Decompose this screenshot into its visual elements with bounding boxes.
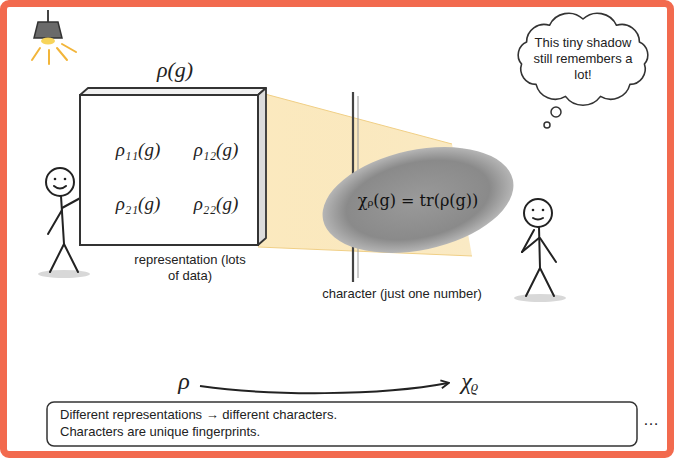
thought-bubble: This tiny shadow still remembers a lot! [514,12,652,105]
lamp-part [41,38,55,45]
representation-board: ρ(g)ρ₁₁(g)ρ₁₂(g)ρ₂₁(g)ρ₂₂(g) [80,88,266,245]
character-shadow: χᵨ(g) = tr(ρ(g)) [318,142,518,258]
observer-figure-part [533,218,543,220]
observer-figure-part [539,227,540,268]
box-outline [47,402,637,446]
lamp-part [62,44,76,52]
summary-text: Different representations → different ch… [60,407,378,441]
matrix-entry: ρ₁₂(g) [194,139,239,161]
character-caption: character (just one number) [322,286,482,301]
representation-caption: representation (lots of data) [134,252,246,285]
mapping-arrow-part [200,383,448,393]
lamp-part [47,10,49,22]
lamp-part [48,50,50,64]
presenter-figure-part [50,244,64,272]
presenter-figure-part [54,186,66,189]
presenter-figure-part [38,270,90,278]
math-symbol: ρ [178,368,190,395]
observer-figure-part [532,209,535,212]
thought-dots-part [551,107,561,117]
mapping-arrow [200,383,448,393]
matrix-entry: ρ₁₁(g) [116,139,161,161]
board-front-face [80,95,258,245]
thought-dots-part [544,122,550,128]
presenter-figure-part [54,178,57,181]
summary-box: Different representations → different ch… [46,401,638,447]
observer-figure [514,199,566,302]
matrix-title: ρ(g) [157,57,193,83]
lamp [32,10,76,64]
observer-figure-part [526,268,540,296]
board-side-face [258,88,266,245]
observer-figure-part [524,199,552,227]
presenter-figure-part [64,178,67,181]
representation-board-outline [80,88,266,245]
lamp-part [34,22,62,38]
shadow-ellipse [313,131,524,269]
matrix-entry: ρ₂₁(g) [116,193,161,215]
character-formula: χᵨ(g) = tr(ρ(g)) [358,191,479,210]
observer-figure-part [522,230,534,252]
presenter-figure-part [61,196,64,244]
matrix-entry: ρ₂₂(g) [194,193,239,215]
observer-figure-part [540,238,556,262]
lamp-part [32,48,40,60]
board-top-face [80,88,266,95]
cloud-outline [518,13,648,105]
thought-text: This tiny shadow still remembers a lot! [529,34,637,83]
thought-dots [544,107,561,128]
lamp-part [57,48,67,60]
presenter-figure-part [46,168,74,196]
presenter-figure-part [64,244,78,272]
observer-figure-part [522,238,539,252]
observer-figure-part [514,294,566,302]
observer-figure-part [540,268,554,296]
ellipsis-mark: … [643,411,659,429]
observer-figure-part [542,209,545,212]
presenter-figure-part [48,210,62,234]
math-symbol: χᵨ [461,368,478,395]
light-beam-part [250,90,452,144]
